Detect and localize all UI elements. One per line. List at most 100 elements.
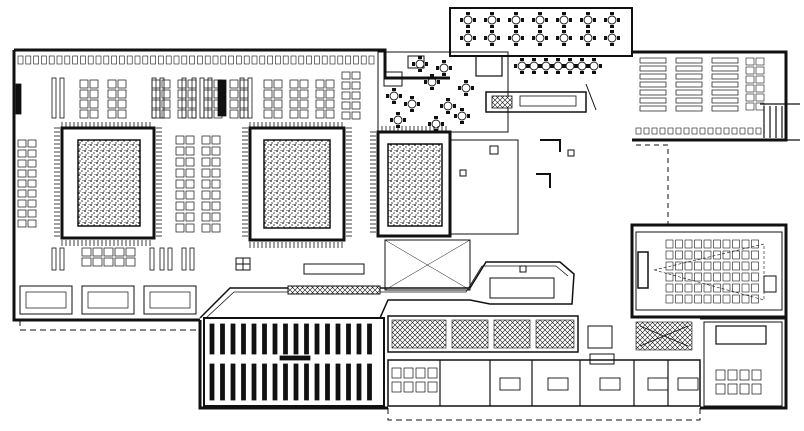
furniture [351,111,361,120]
furniture [711,105,739,112]
furniture [329,55,336,65]
round-table [403,95,421,113]
computer-lab [387,315,693,353]
round-table [483,11,501,29]
furniture [79,109,89,119]
furniture [675,97,703,104]
furniture [27,149,37,158]
furniture [321,55,328,65]
furniture [751,383,762,395]
round-table [435,59,453,77]
furniture [703,250,712,260]
furniture [173,55,180,65]
round-table [531,29,549,47]
furniture [263,79,273,89]
furniture [149,247,155,271]
furniture [675,239,683,249]
furniture [175,146,185,156]
furniture [703,272,712,282]
furniture [201,190,211,200]
furniture [723,127,730,135]
round-table [555,29,573,47]
furniture [230,363,236,401]
furniture [241,323,246,355]
furniture [27,179,37,188]
furniture [150,55,156,65]
furniture [694,283,702,293]
furniture [161,79,171,89]
furniture [117,79,127,89]
furniture [739,127,746,135]
furniture [273,79,283,89]
furniture [89,109,99,119]
furniture [675,283,683,293]
furniture [247,77,253,119]
furniture [298,55,305,65]
furniture [263,89,273,99]
furniture [211,157,221,167]
furniture [59,77,65,119]
round-table [603,29,621,47]
furniture [325,363,330,401]
furniture [103,247,114,257]
furniture [675,261,683,271]
furniture [25,291,67,309]
round-table [411,55,429,73]
furniture [175,135,185,145]
furniture [711,97,739,104]
furniture [351,101,361,110]
furniture [201,157,211,167]
furniture [711,89,739,96]
furniture [341,81,351,90]
furniture [427,381,438,393]
furniture [17,219,27,228]
furniture [315,79,325,89]
furniture [694,261,702,271]
furniture [337,55,344,65]
courtyard-left [60,126,156,240]
furniture [741,283,750,293]
furniture [289,99,299,109]
furniture [499,377,521,391]
furniture [293,323,299,355]
furniture [125,257,136,267]
furniture [293,363,299,401]
furniture [751,261,759,271]
furniture [694,250,702,260]
furniture [741,294,750,304]
furniture [351,81,361,90]
furniture [212,55,219,65]
furniture [741,250,750,260]
furniture [81,257,92,267]
furniture [251,323,257,355]
furniture [694,294,702,304]
furniture [175,168,185,178]
furniture [727,383,738,395]
furniture [117,99,127,109]
round-table [439,97,457,115]
furniture [325,89,335,99]
furniture [117,109,127,119]
furniture [684,283,693,293]
furniture [175,190,185,200]
furniture [715,383,726,395]
furniture [639,105,667,112]
furniture [684,272,693,282]
furniture [279,355,311,361]
furniture [731,127,738,135]
furniture [79,79,89,89]
cafe-terrace [385,11,621,133]
furniture [739,383,750,395]
furniture [201,223,211,233]
stacks-room [203,317,385,407]
furniture [228,55,234,65]
furniture [201,179,211,189]
furniture [639,97,667,104]
furniture [713,283,721,293]
furniture [207,77,213,119]
furniture [259,55,266,65]
furniture [283,363,288,401]
furniture [755,75,765,84]
auditorium [635,231,783,311]
